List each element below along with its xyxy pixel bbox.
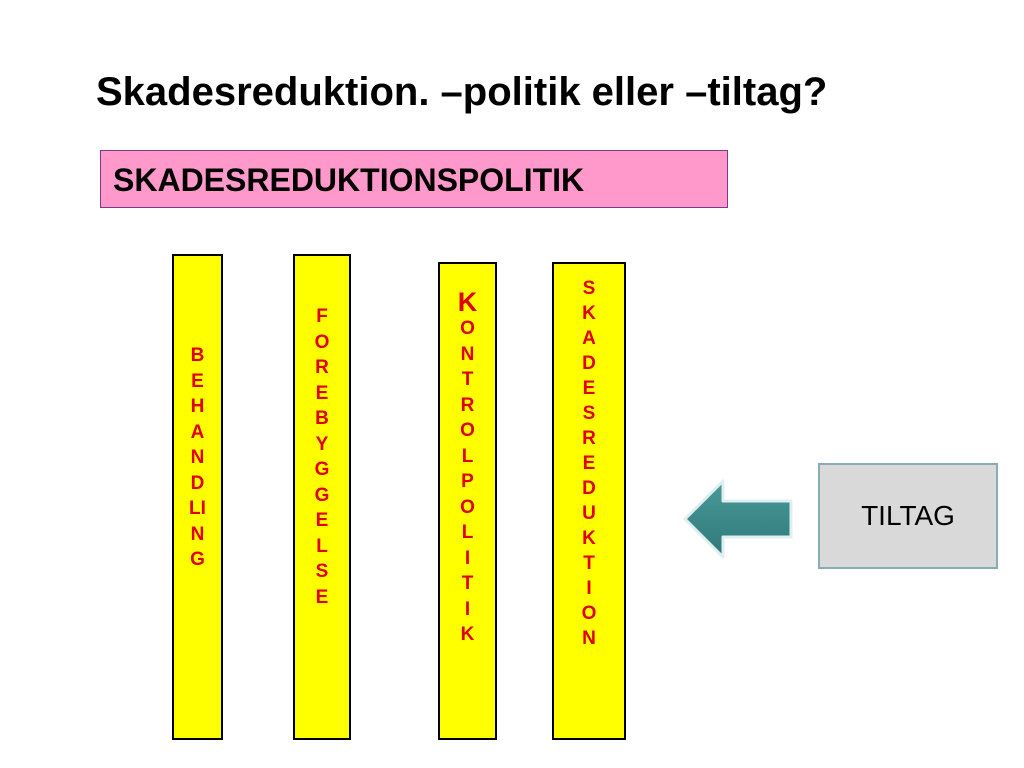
pillar-letter: N	[190, 447, 205, 469]
pillar-letter: R	[315, 357, 329, 378]
pillar-letter: S	[315, 561, 329, 582]
slide-title: Skadesreduktion. –politik eller –tiltag?	[96, 70, 828, 114]
pillar-letter: S	[582, 403, 596, 424]
pillar-letter: E	[315, 586, 329, 608]
pillar-letter: E	[191, 370, 204, 392]
pillar-letter: T	[461, 573, 474, 594]
pillar-letter: E	[315, 382, 329, 404]
tiltag-box: TILTAG	[818, 463, 998, 569]
pillar-letter: R	[460, 394, 475, 416]
pillar-letter: I	[464, 547, 471, 569]
pillar-letter: K	[460, 624, 475, 645]
pillar-letter: G	[314, 459, 330, 480]
pillar-letter: E	[582, 453, 596, 474]
pillar-letter: T	[583, 553, 595, 574]
pillar-letter: O	[581, 603, 597, 624]
pillar-letter: N	[460, 343, 475, 365]
pillar-letter: L	[461, 522, 474, 543]
pillar-letter: O	[460, 496, 475, 518]
pillar-letter: E	[582, 378, 596, 399]
pillar-letter: P	[461, 471, 474, 492]
policy-box: SKADESREDUKTIONSPOLITIK	[100, 150, 728, 208]
pillar-letter: G	[314, 484, 330, 506]
pillar-letter: I	[586, 578, 592, 599]
pillar-letter: A	[582, 328, 596, 349]
pillar-letter: T	[461, 369, 474, 390]
pillar-letter: K	[582, 303, 596, 324]
pillar-letter: O	[460, 318, 475, 339]
pillar-letter: B	[190, 345, 205, 367]
pillar-letter: O	[314, 331, 330, 353]
pillar-letter: K	[582, 528, 596, 549]
pillar-letter: K	[457, 287, 478, 317]
pillar-letter: B	[315, 408, 329, 429]
pillar-letter: N	[190, 523, 205, 545]
pillar-letter: Y	[315, 433, 329, 455]
pillar-letter: O	[460, 420, 475, 441]
pillar-letter: U	[582, 503, 596, 524]
pillar-letter: G	[190, 549, 205, 571]
pillar-letter: H	[190, 396, 205, 418]
pillar-letter: E	[315, 510, 329, 531]
pillar-letter: LI	[189, 498, 206, 520]
pillar-letter: D	[582, 478, 596, 499]
pillar-letter: F	[316, 306, 328, 327]
pillar-letter: N	[582, 628, 596, 649]
arrow-left-icon	[683, 479, 793, 559]
pillar-letter: A	[190, 421, 205, 443]
pillar-letter: R	[582, 428, 596, 449]
pillar-letter: D	[582, 353, 596, 374]
pillar-letter: L	[316, 535, 328, 557]
pillar-letter: L	[461, 445, 474, 467]
pillar-letter: S	[582, 278, 596, 299]
pillar-letter: I	[464, 598, 471, 620]
pillar-letter: D	[190, 472, 205, 494]
